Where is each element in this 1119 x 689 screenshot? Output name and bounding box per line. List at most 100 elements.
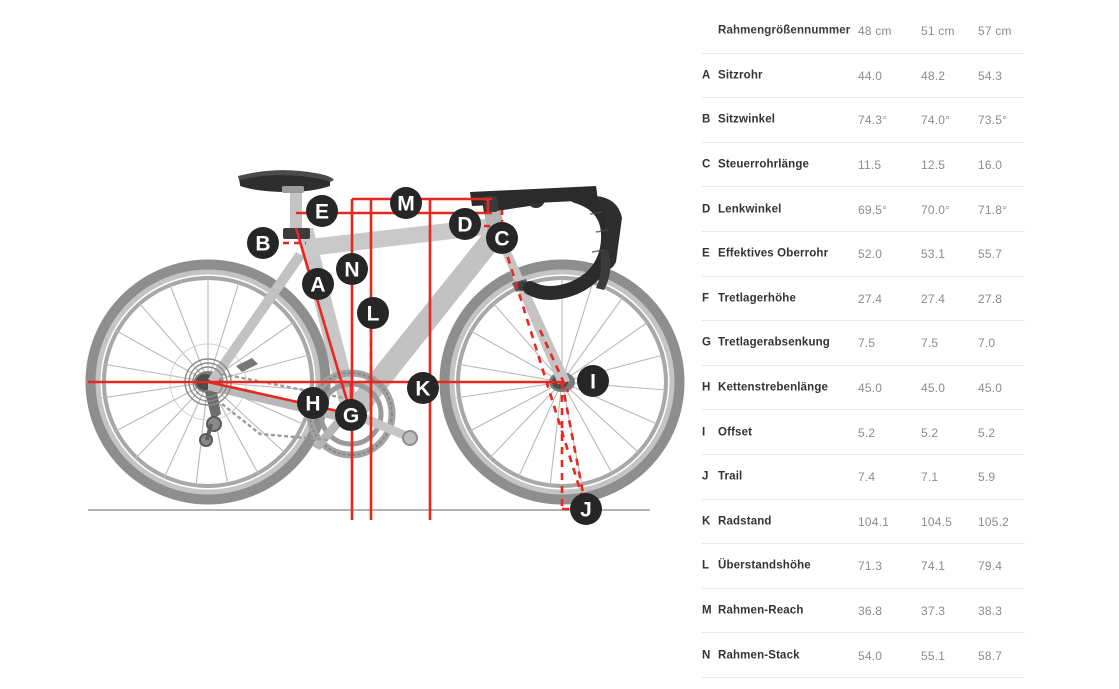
row-label: Tretlagerhöhe bbox=[718, 292, 796, 305]
row-value: 48.2 bbox=[921, 68, 946, 83]
marker-letter: B bbox=[255, 233, 270, 256]
row-divider bbox=[702, 186, 1025, 188]
marker-letter: G bbox=[343, 405, 359, 428]
size-column-header: 51 cm bbox=[921, 24, 955, 39]
marker-bubble bbox=[390, 187, 422, 219]
marker-letter: E bbox=[315, 201, 329, 224]
row-letter: K bbox=[702, 515, 711, 528]
marker-bubble bbox=[297, 387, 329, 419]
geometry-marker-k: K bbox=[407, 372, 439, 404]
row-value: 52.0 bbox=[858, 247, 883, 262]
row-value: 7.0 bbox=[978, 336, 996, 351]
row-label: Steuerrohrlänge bbox=[718, 158, 810, 171]
row-value: 7.1 bbox=[921, 470, 939, 485]
row-label: Lenkwinkel bbox=[718, 202, 782, 215]
row-letter: G bbox=[702, 336, 712, 349]
geometry-marker-i: I bbox=[577, 365, 609, 397]
row-letter: H bbox=[702, 381, 711, 394]
row-label: Kettenstrebenlänge bbox=[718, 381, 829, 394]
row-letter: L bbox=[702, 559, 710, 572]
row-value: 5.2 bbox=[978, 425, 996, 440]
row-value: 5.9 bbox=[978, 470, 996, 485]
row-value: 37.3 bbox=[921, 604, 946, 619]
row-divider bbox=[702, 230, 1025, 232]
row-letter: M bbox=[702, 604, 712, 617]
marker-letter: A bbox=[310, 274, 325, 297]
marker-letter: H bbox=[305, 393, 320, 416]
marker-bubble bbox=[357, 297, 389, 329]
marker-letter: D bbox=[457, 214, 472, 237]
marker-letter: I bbox=[590, 371, 596, 394]
row-letter: J bbox=[702, 470, 709, 483]
geometry-marker-j: J bbox=[570, 493, 602, 525]
line-C-steerer-axis bbox=[498, 231, 588, 510]
row-value: 45.0 bbox=[921, 381, 946, 396]
row-value: 55.1 bbox=[921, 648, 946, 663]
row-divider bbox=[702, 676, 1025, 678]
row-value: 71.8° bbox=[978, 202, 1008, 217]
row-value: 104.5 bbox=[921, 514, 953, 529]
row-value: 5.2 bbox=[858, 425, 876, 440]
row-value: 54.0 bbox=[858, 648, 883, 663]
row-letter: C bbox=[702, 158, 711, 171]
line-I-offset bbox=[538, 329, 570, 393]
row-label: Rahmen-Reach bbox=[718, 604, 804, 617]
row-value: 44.0 bbox=[858, 68, 883, 83]
row-value: 70.0° bbox=[921, 202, 951, 217]
row-label: Sitzrohr bbox=[718, 69, 763, 82]
row-value: 53.1 bbox=[921, 247, 946, 262]
marker-bubble bbox=[335, 399, 367, 431]
row-value: 74.3° bbox=[858, 113, 888, 128]
marker-bubble bbox=[449, 208, 481, 240]
geometry-marker-m: M bbox=[390, 187, 422, 219]
marker-letter: M bbox=[397, 193, 415, 216]
row-value: 74.0° bbox=[921, 113, 951, 128]
row-divider bbox=[702, 409, 1025, 411]
row-value: 105.2 bbox=[978, 514, 1010, 529]
row-value: 45.0 bbox=[858, 381, 883, 396]
row-value: 5.2 bbox=[921, 425, 939, 440]
row-divider bbox=[702, 364, 1025, 366]
geometry-marker-n: N bbox=[336, 253, 368, 285]
row-divider bbox=[702, 632, 1025, 634]
row-divider bbox=[702, 498, 1025, 500]
row-divider bbox=[702, 320, 1025, 322]
geometry-marker-e: E bbox=[306, 195, 338, 227]
geometry-marker-l: L bbox=[357, 297, 389, 329]
row-divider bbox=[702, 52, 1025, 54]
row-label: Trail bbox=[718, 470, 743, 483]
row-label: Überstandshöhe bbox=[718, 559, 811, 572]
marker-bubble bbox=[336, 253, 368, 285]
marker-letter: K bbox=[415, 378, 430, 401]
row-value: 27.4 bbox=[858, 291, 883, 306]
row-value: 55.7 bbox=[978, 247, 1003, 262]
row-label: Offset bbox=[718, 425, 753, 438]
row-divider bbox=[702, 275, 1025, 277]
row-divider bbox=[702, 97, 1025, 99]
row-label: Tretlagerabsenkung bbox=[718, 336, 830, 349]
marker-letter: L bbox=[367, 303, 380, 326]
marker-bubble bbox=[486, 222, 518, 254]
row-divider bbox=[702, 141, 1025, 143]
row-value: 36.8 bbox=[858, 604, 883, 619]
line-I-offset2 bbox=[560, 381, 588, 510]
row-letter: D bbox=[702, 202, 711, 215]
row-value: 58.7 bbox=[978, 648, 1003, 663]
row-divider bbox=[702, 543, 1025, 545]
header-label: Rahmengrößennummer bbox=[718, 24, 851, 37]
handlebar-cockpit bbox=[470, 186, 622, 300]
geometry-marker-b: B bbox=[247, 227, 279, 259]
